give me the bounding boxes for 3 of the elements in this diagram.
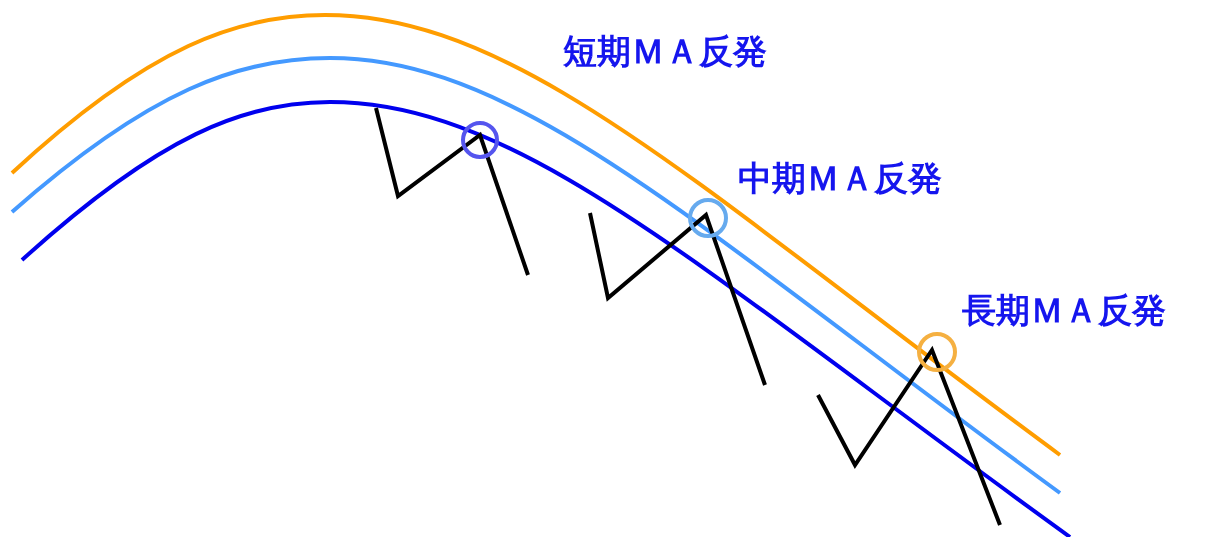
annotation-label: 長期ＭＡ反発 xyxy=(962,292,1166,330)
annotation-label: 中期ＭＡ反発 xyxy=(738,160,942,198)
annotation-label: 短期ＭＡ反発 xyxy=(563,33,767,71)
